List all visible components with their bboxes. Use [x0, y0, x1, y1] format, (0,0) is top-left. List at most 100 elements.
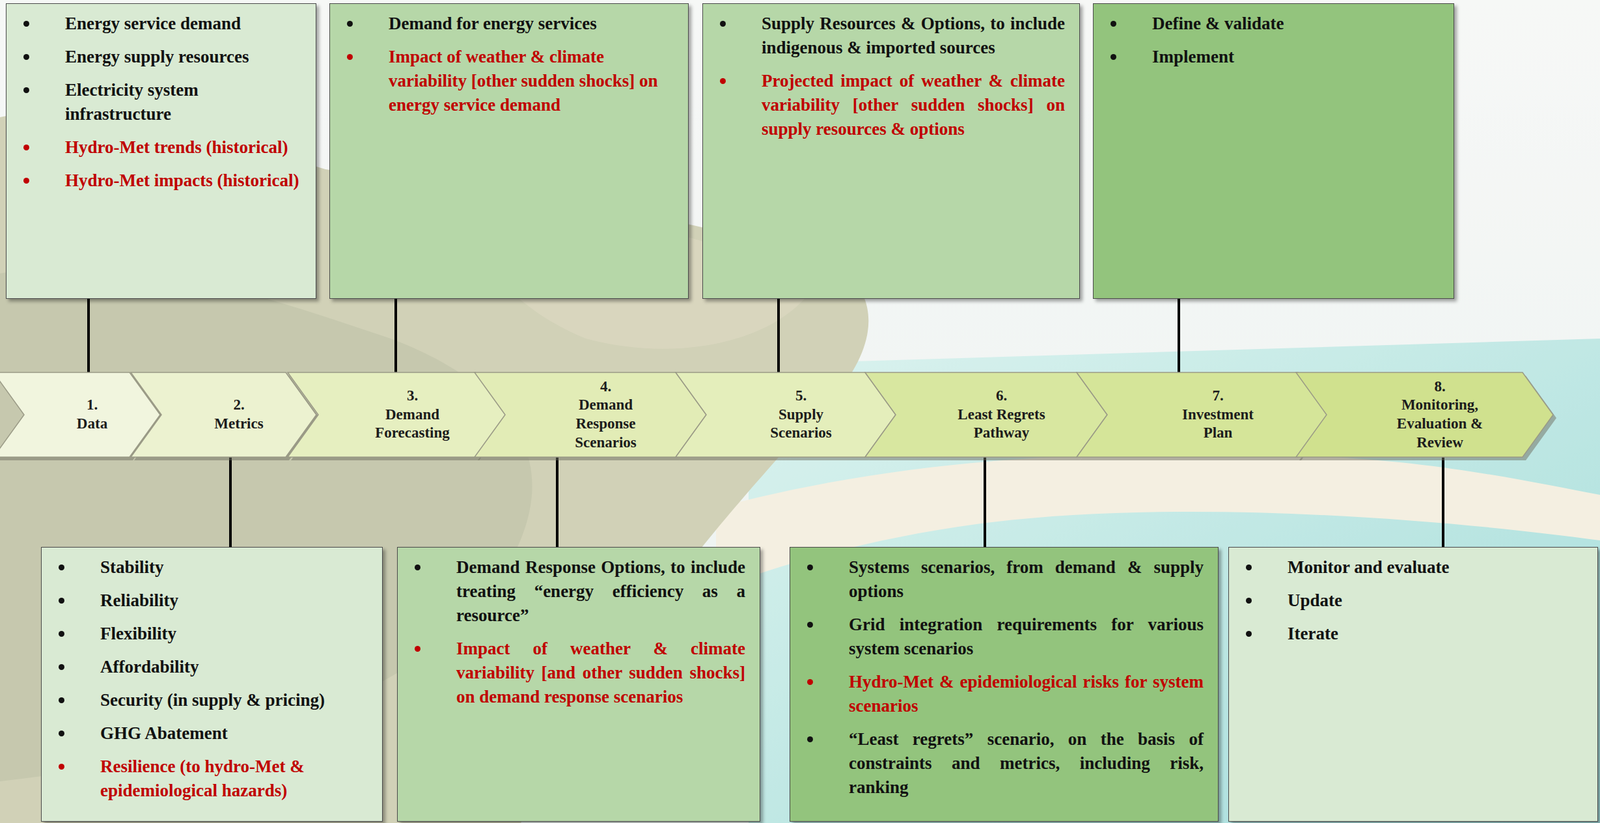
bullet-dot — [23, 54, 30, 60]
bullet-item: GHG Abatement — [41, 721, 368, 746]
step-number: 6. — [946, 386, 1058, 406]
step-label: Demand Forecasting — [360, 405, 465, 444]
bullet-dot — [58, 630, 65, 637]
info-box: Demand for energy servicesImpact of weat… — [329, 3, 689, 299]
bullet-item: Impact of weather & climate variability … — [330, 44, 674, 118]
box-content: Define & validateImplement — [1093, 11, 1440, 69]
step-number: 2. — [173, 395, 304, 415]
bullet-dot — [807, 678, 814, 685]
bullet-item: Affordability — [41, 654, 368, 679]
chevron-content: 8.Monitoring, Evaluation & Review — [1296, 372, 1554, 457]
bullet-item: Hydro-Met & epidemiological risks for sy… — [790, 669, 1204, 718]
step-number: 5. — [762, 386, 841, 406]
bullet-item: Supply Resources & Options, to include i… — [703, 11, 1065, 60]
chevron-fill — [287, 372, 507, 457]
info-box: Energy service demandEnergy supply resou… — [5, 3, 317, 299]
bullet-item: Energy service demand — [6, 11, 302, 36]
bullet-item: Flexibility — [41, 621, 368, 646]
chevron-text-block: 5.Supply Scenarios — [762, 386, 841, 443]
box-content: Supply Resources & Options, to include i… — [703, 11, 1065, 142]
connector-line — [777, 298, 780, 373]
chevron-shape — [130, 372, 317, 457]
chevron-shape — [0, 372, 161, 457]
info-box: Demand Response Options, to include trea… — [397, 546, 761, 822]
step-number: 3. — [360, 386, 465, 406]
process-chevron: 5.Supply Scenarios — [675, 372, 896, 457]
connector-line — [87, 298, 90, 373]
bullet-text: “Least regrets” scenario, on the basis o… — [848, 727, 1204, 800]
bullet-dot — [1110, 20, 1117, 27]
chevron-content: 4.Demand Response Scenarios — [474, 372, 707, 457]
bullet-item: Update — [1228, 588, 1584, 613]
bullet-text: Systems scenarios, from demand & supply … — [848, 555, 1204, 604]
chevron-content: 6.Least Regrets Pathway — [865, 372, 1108, 457]
connector-line — [394, 298, 398, 373]
process-chevron: 7.Investment Plan — [1076, 372, 1329, 457]
bullet-text: Supply Resources & Options, to include i… — [761, 11, 1065, 60]
chevron-fill — [130, 372, 317, 457]
bullet-item: Projected impact of weather & climate va… — [703, 68, 1065, 142]
bullet-dot — [23, 177, 30, 184]
chevron-content: 7.Investment Plan — [1076, 372, 1329, 457]
process-chevron: 4.Demand Response Scenarios — [474, 372, 707, 457]
chevron-content: 1.Data — [0, 372, 161, 457]
chevron-fill — [0, 372, 161, 457]
box-content: StabilityReliabilityFlexibilityAffordabi… — [41, 555, 368, 803]
bullet-dot — [807, 564, 814, 571]
bullet-text: Energy service demand — [65, 11, 302, 36]
bullet-item: Hydro-Met impacts (historical) — [6, 168, 302, 193]
bullet-item: Demand Response Options, to include trea… — [397, 555, 746, 628]
bullet-item: Stability — [41, 555, 368, 580]
step-number: 1. — [27, 395, 158, 415]
chevron-content: 5.Supply Scenarios — [675, 372, 896, 457]
chevron-fill — [1076, 372, 1329, 457]
box-content: Systems scenarios, from demand & supply … — [790, 555, 1204, 800]
chevron-fill — [865, 372, 1108, 457]
bullet-text: Iterate — [1287, 621, 1584, 646]
step-label: Investment Plan — [1169, 405, 1267, 444]
bullet-text: Energy supply resources — [65, 44, 302, 69]
bullet-text: Demand for energy services — [388, 11, 674, 36]
bullet-dot — [1110, 54, 1117, 60]
bullet-item: Energy supply resources — [6, 44, 302, 69]
bullet-text: Update — [1287, 588, 1584, 613]
chevron-text-block: 3.Demand Forecasting — [360, 386, 465, 443]
bullet-dot — [58, 597, 65, 604]
box-content: Demand for energy servicesImpact of weat… — [330, 11, 674, 118]
box-content: Monitor and evaluateUpdateIterate — [1228, 555, 1584, 646]
chevron-text-block: 7.Investment Plan — [1169, 386, 1267, 443]
bullet-text: Hydro-Met impacts (historical) — [65, 168, 302, 193]
bullet-text: Projected impact of weather & climate va… — [761, 68, 1065, 142]
bullet-item: Systems scenarios, from demand & supply … — [790, 555, 1204, 604]
step-label: Least Regrets Pathway — [946, 405, 1058, 444]
bullet-item: Electricity system infrastructure — [6, 78, 302, 127]
chevron-fill — [675, 372, 896, 457]
bullet-dot — [58, 564, 65, 571]
bullet-text: Demand Response Options, to include trea… — [456, 555, 746, 628]
process-chevron: 6.Least Regrets Pathway — [865, 372, 1108, 457]
connector-line — [1177, 298, 1181, 373]
process-chevron: 8.Monitoring, Evaluation & Review — [1296, 372, 1554, 457]
process-chevron: 1.Data — [0, 372, 161, 457]
bullet-item: Demand for energy services — [330, 11, 674, 36]
bullet-dot — [1245, 564, 1252, 571]
bullet-text: Impact of weather & climate variability … — [388, 44, 674, 118]
info-box: Monitor and evaluateUpdateIterate — [1228, 546, 1599, 822]
step-label: Data — [27, 414, 158, 434]
bullet-dot — [414, 645, 421, 652]
chevron-text-block: 6.Least Regrets Pathway — [946, 386, 1058, 443]
bullet-dot — [58, 730, 65, 737]
bullet-text: Grid integration requirements for variou… — [848, 612, 1204, 661]
connector-line — [229, 456, 232, 547]
bullet-dot — [58, 663, 65, 670]
bullet-text: Implement — [1152, 44, 1440, 69]
info-box: StabilityReliabilityFlexibilityAffordabi… — [41, 546, 383, 822]
chevron-text-block: 8.Monitoring, Evaluation & Review — [1378, 377, 1502, 453]
bullet-text: Security (in supply & pricing) — [100, 688, 368, 713]
bullet-dot — [346, 54, 353, 60]
bullet-dot — [719, 78, 726, 84]
bullet-text: Reliability — [100, 588, 368, 613]
